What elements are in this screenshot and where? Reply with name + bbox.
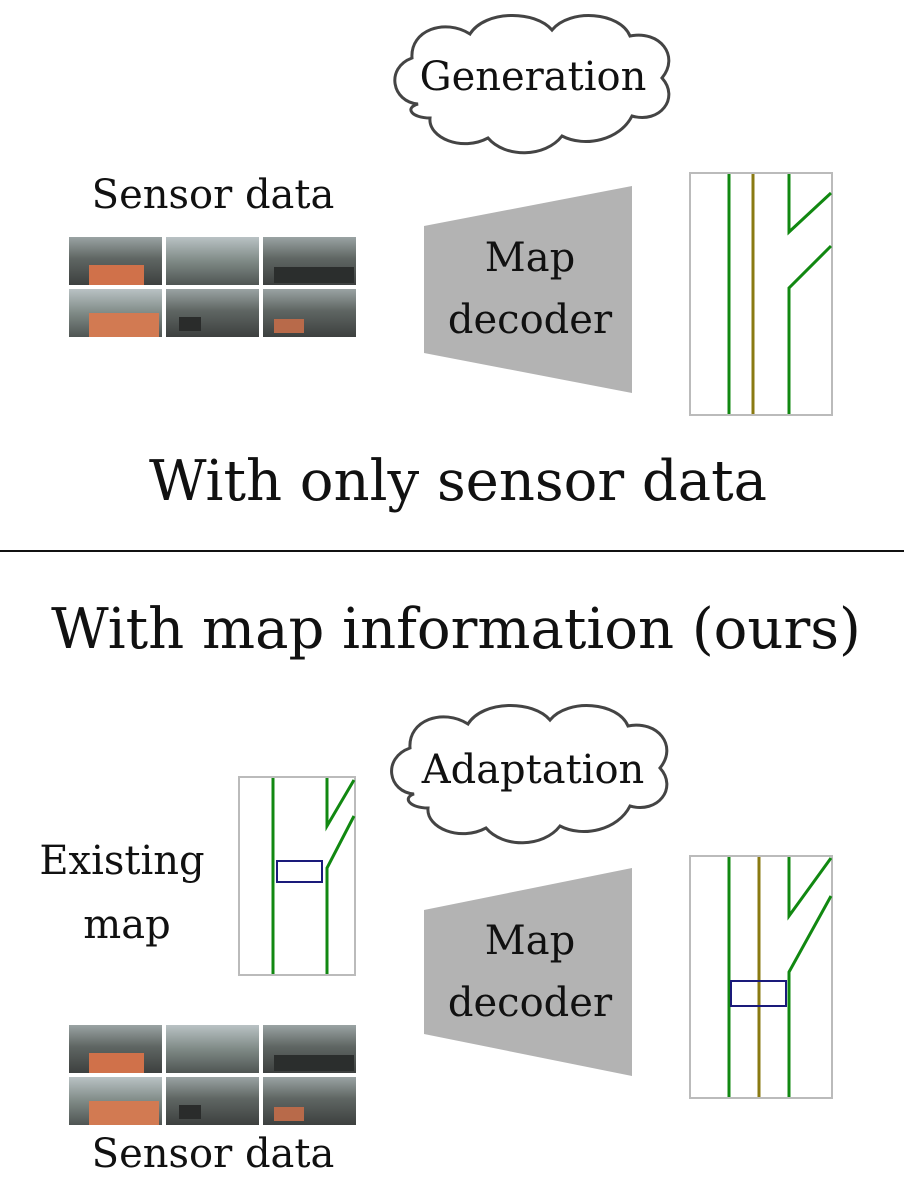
lane-map-icon <box>238 776 356 976</box>
caption-with-map: With map information (ours) <box>51 597 861 662</box>
sensor-camera-grid-icon <box>69 237 356 337</box>
top-section: Generation Sensor data Map decoder <box>69 14 833 514</box>
existing-map-label-line2: map <box>83 902 170 948</box>
existing-map-label-line1: Existing <box>39 838 204 884</box>
map-decoder-bottom: Map decoder <box>424 868 632 1076</box>
decoder-label-line2: decoder <box>448 297 613 343</box>
caption-sensor-only: With only sensor data <box>149 449 767 514</box>
lane-map-icon <box>689 172 833 416</box>
decoder-label-line1: Map <box>485 235 575 281</box>
decoder-label-line1: Map <box>485 918 575 964</box>
cloud-label-adaptation: Adaptation <box>421 747 645 793</box>
decoder-trapezoid-icon <box>424 186 632 393</box>
cloud-icon: Adaptation <box>390 704 669 845</box>
highlight-box <box>730 980 787 1007</box>
cloud-label-generation: Generation <box>420 54 647 100</box>
highlight-box <box>276 860 323 883</box>
map-decoder-top: Map decoder <box>424 186 632 393</box>
decoder-label-line2: decoder <box>448 980 613 1026</box>
cloud-icon: Generation <box>393 14 671 155</box>
sensor-data-label-bottom: Sensor data <box>92 1131 335 1177</box>
decoder-trapezoid-icon <box>424 868 632 1076</box>
sensor-camera-grid-icon <box>69 1025 356 1125</box>
lane-map-icon <box>689 855 833 1099</box>
sensor-data-label-top: Sensor data <box>92 172 335 218</box>
bottom-section: With map information (ours) Adaptation E… <box>39 597 860 1177</box>
